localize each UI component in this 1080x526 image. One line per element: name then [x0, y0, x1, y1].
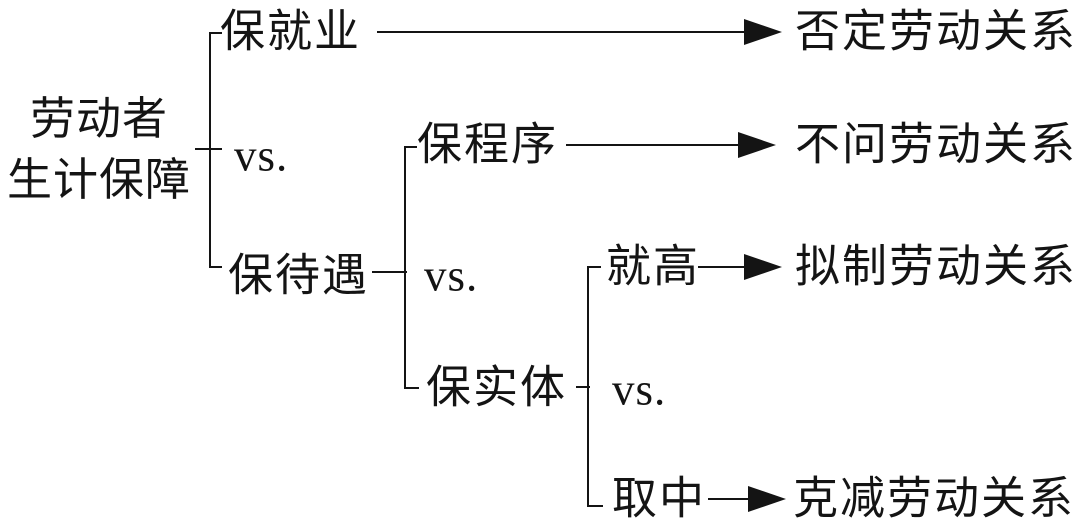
root-label: 劳动者 生计保障 — [0, 89, 198, 211]
node-protect-procedure: 保程序 — [417, 119, 559, 170]
outcome-deem-labor-relation: 拟制劳动关系 — [795, 241, 1078, 292]
root-label-line1: 劳动者 — [29, 94, 168, 144]
node-protect-substance: 保实体 — [426, 362, 568, 413]
bracket-level1-bottom-foot — [209, 266, 222, 268]
node-protect-treatment: 保待遇 — [228, 250, 370, 301]
arrow-row3-line — [698, 266, 744, 268]
bracket-level3-bottom-foot — [587, 505, 603, 507]
connector-treatment-tick — [372, 271, 407, 273]
bracket-level3-top-foot — [587, 266, 601, 268]
arrow-row4-head-icon — [748, 486, 786, 512]
bracket-level2-vertical — [404, 146, 406, 389]
outcome-deny-labor-relation: 否定劳动关系 — [795, 6, 1078, 57]
vs-separator-level1: vs. — [234, 130, 289, 181]
bracket-level1-top-foot — [209, 32, 222, 34]
bracket-level2-bottom-foot — [404, 387, 419, 389]
outcome-reduce-labor-relation: 克减劳动关系 — [793, 473, 1076, 524]
connector-substance-tick — [576, 386, 590, 388]
bracket-level2-top-foot — [404, 146, 417, 148]
arrow-row1-line — [377, 31, 744, 33]
arrow-row3-head-icon — [744, 254, 782, 280]
connector-root-tick — [195, 148, 222, 150]
arrow-row2-line — [566, 144, 738, 146]
root-label-line2: 生计保障 — [6, 155, 191, 205]
arrow-row4-line — [708, 498, 748, 500]
vs-separator-level2: vs. — [424, 250, 479, 301]
arrow-row2-head-icon — [738, 132, 776, 158]
outcome-ignore-labor-relation: 不问劳动关系 — [795, 119, 1078, 170]
bracket-level1-vertical — [209, 32, 211, 268]
bracket-level3-vertical — [587, 266, 589, 507]
vs-separator-level3: vs. — [612, 364, 667, 415]
node-take-middle: 取中 — [612, 473, 707, 524]
node-take-higher: 就高 — [606, 241, 701, 292]
node-protect-employment: 保就业 — [220, 6, 362, 57]
arrow-row1-head-icon — [744, 19, 782, 45]
